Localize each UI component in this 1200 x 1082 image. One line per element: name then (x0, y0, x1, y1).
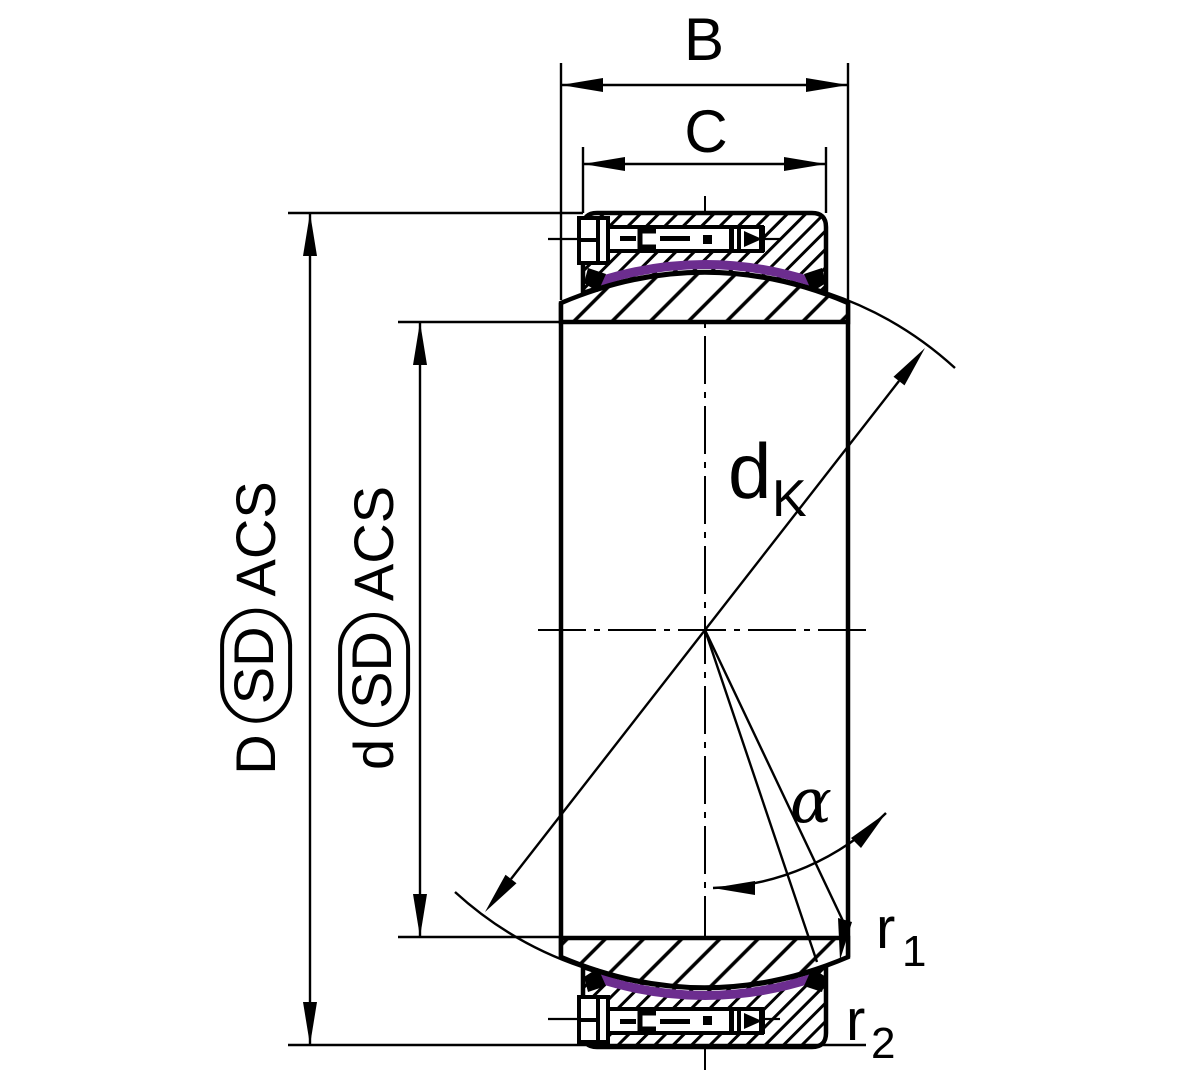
seal-top (595, 260, 815, 287)
arrowhead (413, 322, 427, 365)
label-outer-diameter: D SD ACS (220, 481, 292, 775)
tolerance-symbol: SD (222, 626, 286, 705)
dimension-C (581, 147, 828, 213)
seal-anchor-bottom-left (584, 968, 606, 992)
top-outer-ring-section (548, 210, 829, 297)
arrowhead (413, 894, 427, 937)
arrowhead (893, 348, 925, 386)
outer-diameter-suffix: ACS (224, 481, 288, 597)
tolerance-symbol: SD (340, 631, 404, 709)
seal-anchor-top-right (804, 268, 826, 292)
label-bore-diameter: d SD ACS (338, 486, 410, 770)
dimension-d (398, 320, 561, 939)
arrowhead (583, 157, 625, 171)
tilt-line (703, 629, 819, 963)
tilt-line (703, 629, 845, 922)
arrowhead (851, 813, 886, 848)
label-r1: r 1 (876, 896, 926, 976)
bottom-outer-ring-section (548, 963, 829, 1050)
top-lubrication-groove (548, 216, 780, 265)
seal-bottom (595, 973, 815, 1000)
outer-diameter-symbol: D (224, 734, 288, 775)
tolerance-pill: SD (220, 608, 292, 723)
tolerance-pill: SD (338, 613, 410, 727)
angle-alpha (703, 629, 887, 963)
arrowhead (485, 874, 517, 912)
arrowhead (303, 213, 317, 256)
arrowhead (713, 881, 755, 895)
label-r2: r 2 (846, 988, 895, 1068)
label-alpha: α (790, 764, 832, 837)
label-B: B (684, 6, 724, 73)
svg-text:r: r (876, 896, 895, 961)
arrowhead (806, 78, 848, 92)
label-C: C (684, 98, 727, 165)
seal-anchor-bottom-right (804, 968, 826, 992)
inner-ring-side-faces (558, 303, 851, 957)
arrowhead (838, 918, 852, 960)
sphere-extension-arc-top (827, 291, 956, 369)
label-dK-symbol: d (728, 427, 771, 515)
dimension-D (288, 211, 866, 1047)
arrowhead (784, 157, 826, 171)
label-dK-subscript: K (772, 470, 807, 528)
arrowhead (561, 78, 603, 92)
arrowhead (303, 1002, 317, 1045)
svg-text:1: 1 (902, 927, 926, 976)
bore-diameter-symbol: d (342, 738, 406, 771)
svg-text:2: 2 (871, 1019, 895, 1068)
seal-anchor-top-left (584, 268, 606, 292)
svg-text:r: r (846, 988, 865, 1053)
bottom-lubrication-groove (548, 995, 780, 1044)
dimension-B (559, 63, 850, 300)
sphere-extension-arc-bottom (454, 891, 583, 969)
bore-diameter-suffix: ACS (342, 485, 406, 602)
